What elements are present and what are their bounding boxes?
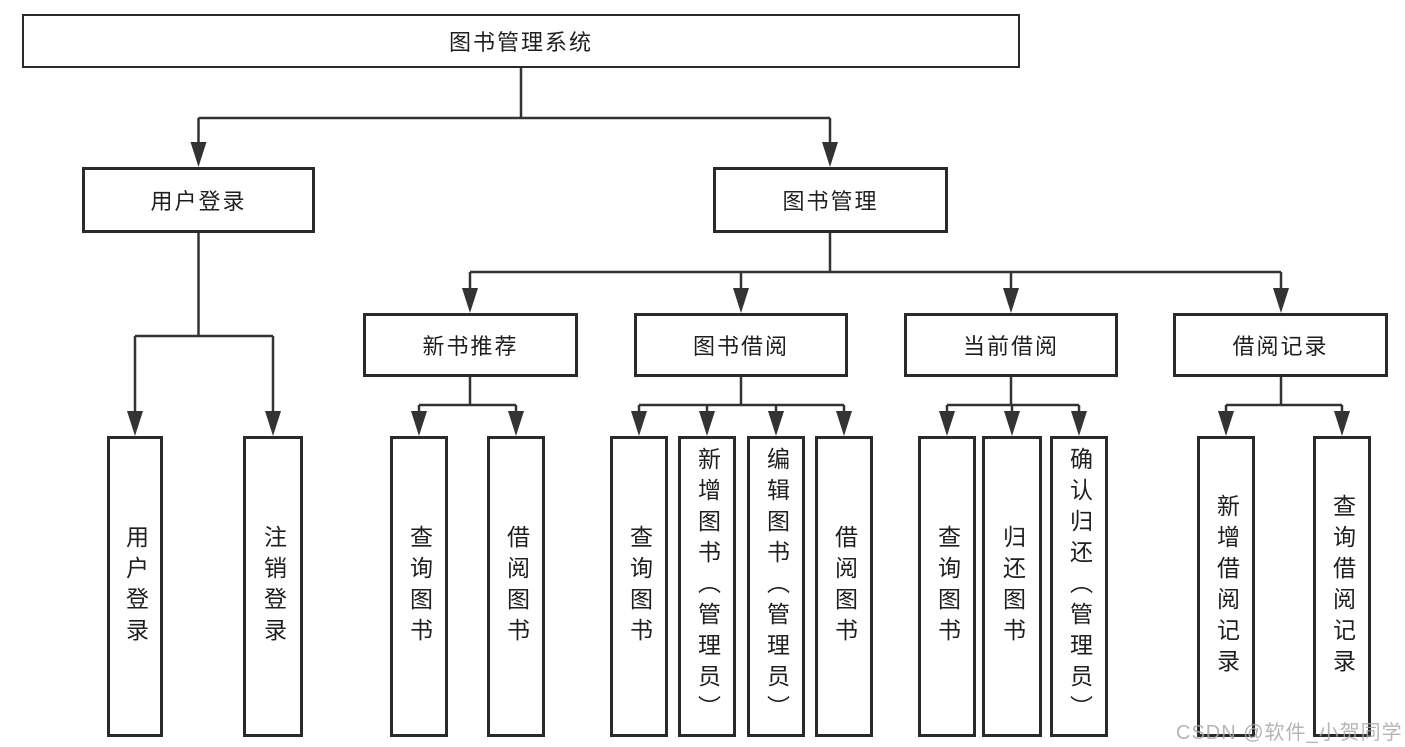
leaf-logout: 注销登录 — [243, 436, 303, 737]
node-current-borrow: 当前借阅 — [904, 313, 1118, 377]
node-new-book-rec-label: 新书推荐 — [422, 334, 519, 359]
leaf-bb-borrow-books-label: 借阅图书 — [831, 524, 858, 649]
leaf-br-add-record-label: 新增借阅记录 — [1213, 493, 1240, 680]
leaf-bb-add-books-admin-label: 新增图书（管理员） — [694, 447, 721, 726]
leaf-bb-edit-books-admin: 编辑图书（管理员） — [747, 436, 805, 737]
leaf-bb-edit-books-admin-label: 编辑图书（管理员） — [763, 447, 790, 726]
leaf-nbr-query-books: 查询图书 — [390, 436, 448, 737]
node-book-mgmt-label: 图书管理 — [782, 189, 879, 214]
node-current-borrow-label: 当前借阅 — [962, 334, 1059, 359]
node-borrow-records-label: 借阅记录 — [1232, 334, 1329, 359]
connector-lines — [133, 68, 1344, 418]
leaf-nbr-borrow-books-label: 借阅图书 — [503, 524, 530, 649]
leaf-nbr-query-books-label: 查询图书 — [406, 524, 433, 649]
leaf-bb-query-books-label: 查询图书 — [626, 524, 653, 649]
leaf-cb-query-books-label: 查询图书 — [934, 524, 961, 649]
leaf-bb-add-books-admin: 新增图书（管理员） — [678, 436, 736, 737]
node-root-label: 图书管理系统 — [448, 30, 593, 55]
csdn-watermark: CSDN @软件_小贺同学 — [1176, 722, 1403, 744]
leaf-bb-borrow-books: 借阅图书 — [815, 436, 873, 737]
node-root: 图书管理系统 — [22, 14, 1020, 68]
leaf-bb-query-books: 查询图书 — [610, 436, 668, 737]
leaf-user-login-label: 用户登录 — [122, 524, 149, 649]
node-book-mgmt: 图书管理 — [713, 167, 948, 233]
leaf-nbr-borrow-books: 借阅图书 — [487, 436, 545, 737]
leaf-cb-query-books: 查询图书 — [918, 436, 976, 737]
node-user-login-label: 用户登录 — [150, 189, 247, 214]
node-book-borrow-label: 图书借阅 — [692, 334, 789, 359]
leaf-cb-return-books: 归还图书 — [982, 436, 1042, 737]
leaf-user-login: 用户登录 — [107, 436, 163, 737]
leaf-logout-label: 注销登录 — [260, 524, 287, 649]
arrowheads — [127, 142, 1350, 436]
node-user-login: 用户登录 — [82, 167, 315, 233]
node-new-book-rec: 新书推荐 — [363, 313, 578, 377]
leaf-cb-confirm-return-admin-label: 确认归还（管理员） — [1066, 447, 1093, 726]
node-borrow-records: 借阅记录 — [1173, 313, 1388, 377]
leaf-cb-return-books-label: 归还图书 — [999, 524, 1026, 649]
leaf-cb-confirm-return-admin: 确认归还（管理员） — [1050, 436, 1108, 737]
leaf-br-add-record: 新增借阅记录 — [1197, 436, 1255, 737]
leaf-br-query-record: 查询借阅记录 — [1313, 436, 1371, 737]
leaf-br-query-record-label: 查询借阅记录 — [1329, 493, 1356, 680]
node-book-borrow: 图书借阅 — [634, 313, 848, 377]
